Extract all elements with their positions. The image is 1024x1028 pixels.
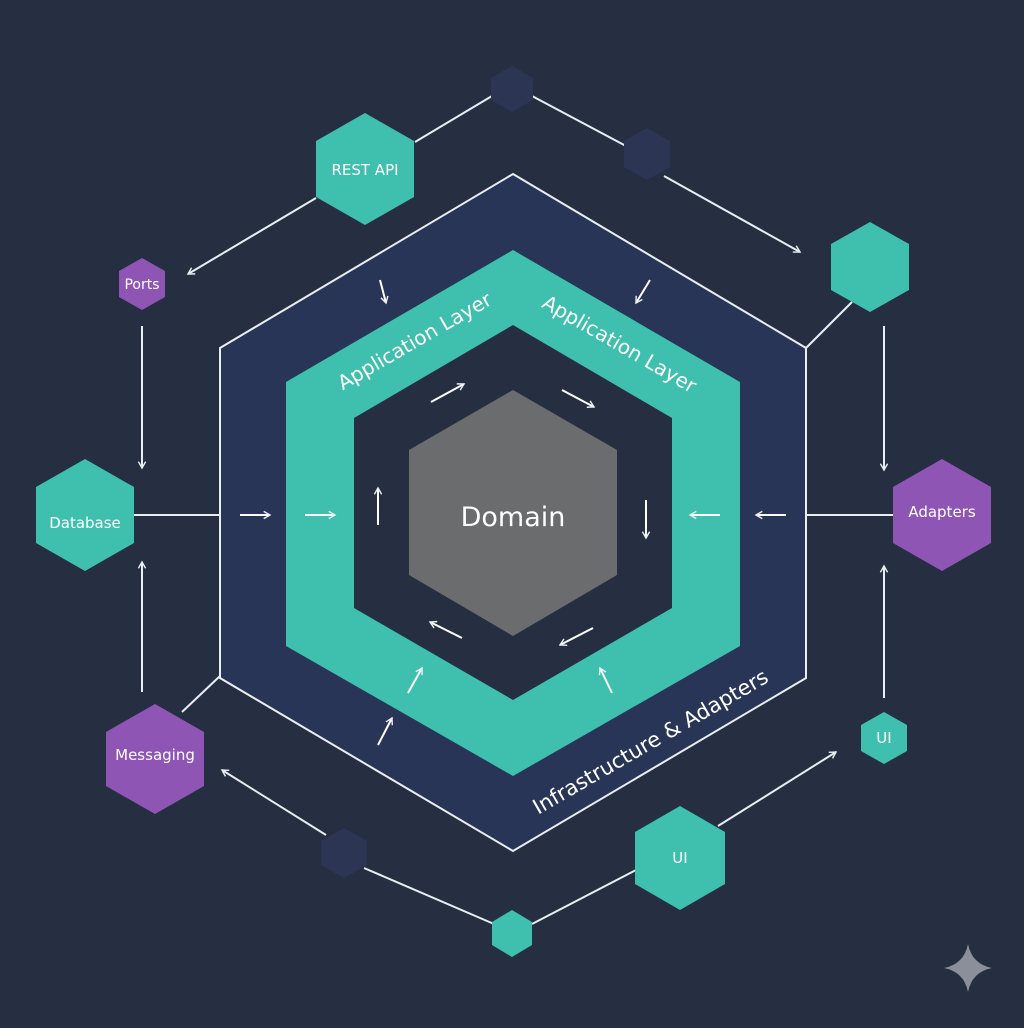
connector-messaging [181, 675, 221, 713]
arrow-down-right-outer [635, 279, 651, 305]
messaging-node [106, 704, 204, 814]
ui-large-label: UI [672, 849, 687, 867]
adapters-label: Adapters [908, 503, 976, 521]
arrow-inner-top-left [430, 383, 466, 403]
arrow-app-bottom-right [598, 666, 613, 694]
connector-bottom-dark [363, 867, 495, 925]
arrow-outer-bottom-left [377, 716, 394, 746]
arrow-to-top-right-node [663, 175, 802, 253]
teal-node-bottom [492, 910, 532, 957]
sparkle-icon [944, 944, 992, 992]
ports-node [119, 258, 165, 310]
arrow-to-ports [186, 197, 317, 275]
arrow-to-messaging [220, 769, 327, 836]
messaging-label: Messaging [115, 746, 195, 764]
dark-node-top [491, 66, 533, 112]
connector-top-right [805, 301, 853, 349]
ui-small-label: UI [876, 729, 891, 747]
arrow-to-ui-small [717, 751, 838, 827]
database-label: Database [49, 514, 121, 532]
teal-node-top-right [831, 222, 909, 312]
rest-api-label: REST API [331, 161, 398, 179]
ui-small-node [861, 712, 907, 764]
connector-top-dark [531, 95, 627, 147]
arrow-inner-top-right [561, 389, 596, 408]
rest-api-node [316, 113, 414, 225]
dark-node-top-right [624, 128, 670, 180]
dark-node-bottom-left [321, 828, 367, 878]
domain-hexagon [409, 390, 617, 636]
connector-restapi-top [414, 95, 493, 143]
ports-label: Ports [124, 277, 159, 293]
adapters-node [893, 459, 991, 571]
connector-bottom-ui [531, 869, 637, 925]
arrow-down-left-outer [379, 279, 389, 305]
database-node [36, 459, 134, 571]
arrow-inner-bottom-left [428, 620, 463, 639]
arrow-inner-bottom-right [558, 627, 594, 647]
ui-large-node [635, 806, 725, 910]
domain-label: Domain [461, 502, 566, 533]
flow-arrows [240, 279, 786, 746]
connector-lines [134, 95, 894, 925]
arrow-app-bottom-left [407, 666, 423, 694]
